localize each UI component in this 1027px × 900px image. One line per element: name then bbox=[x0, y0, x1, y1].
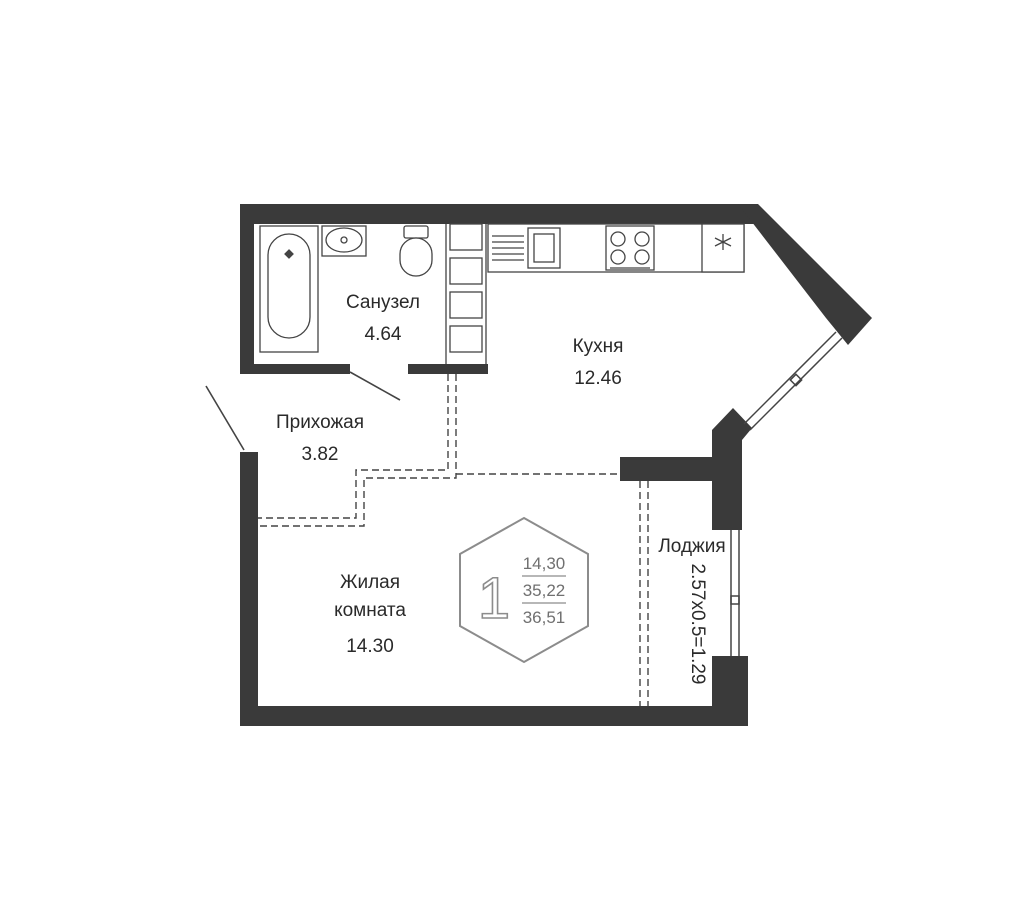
badge-living-area: 14,30 bbox=[523, 554, 566, 573]
badge-hexagon bbox=[459, 516, 589, 664]
door-bathroom bbox=[349, 371, 401, 401]
loggia-name: Лоджия bbox=[658, 536, 725, 557]
zone-boundaries bbox=[258, 374, 649, 706]
living-name-line1: Жилая bbox=[340, 572, 400, 593]
hallway-area: 3.82 bbox=[302, 444, 339, 465]
living-name-line2: комната bbox=[334, 600, 406, 621]
badge-rooms-count: 1 bbox=[478, 566, 510, 631]
wall-pillar bbox=[712, 408, 752, 530]
windows bbox=[730, 331, 843, 656]
stove-icon bbox=[605, 225, 655, 271]
wall-living-left bbox=[240, 452, 258, 726]
badge-total-area: 35,22 bbox=[523, 581, 566, 600]
door-entrance bbox=[205, 385, 245, 451]
kitchen-area: 12.46 bbox=[574, 368, 622, 389]
wall-bathroom-bottom-right bbox=[408, 364, 488, 374]
bathroom-name: Санузел bbox=[346, 292, 420, 313]
sink bbox=[321, 225, 367, 257]
loggia-dimensions: 2.57x0.5=1.29 bbox=[687, 564, 708, 685]
doors bbox=[205, 371, 401, 451]
badge-total-with-loggia: 36,51 bbox=[523, 608, 566, 627]
wall-kitchen-diagonal bbox=[738, 204, 872, 345]
boundary-hall-kitchen bbox=[258, 374, 449, 519]
wall-top bbox=[240, 204, 758, 224]
drain-icon bbox=[284, 249, 294, 259]
bathroom-area: 4.64 bbox=[365, 324, 402, 345]
wall-bathroom-left bbox=[240, 204, 254, 374]
shelves bbox=[445, 223, 487, 364]
kitchen-name: Кухня bbox=[573, 336, 624, 357]
window-kitchen-line-b bbox=[749, 337, 843, 431]
walls bbox=[240, 204, 872, 726]
wall-bathroom-bottom-left bbox=[240, 364, 350, 374]
window-kitchen-line-a bbox=[743, 331, 837, 425]
fridge bbox=[701, 223, 745, 273]
window-loggia-handle bbox=[730, 595, 740, 605]
toilet bbox=[399, 225, 433, 277]
kitchen-fixtures bbox=[487, 223, 745, 273]
apartment-badge: 1 14,30 35,22 36,51 bbox=[459, 516, 589, 664]
window-kitchen-handle bbox=[789, 373, 803, 387]
room-labels: Санузел 4.64 Кухня 12.46 Прихожая 3.82 Ж… bbox=[276, 292, 726, 684]
kitchen-sink bbox=[492, 227, 561, 269]
living-area: 14.30 bbox=[346, 636, 394, 657]
hallway-name: Прихожая bbox=[276, 412, 364, 433]
bathtub bbox=[259, 225, 319, 353]
snowflake-icon bbox=[714, 234, 732, 250]
boundary-hall-kitchen-inner bbox=[258, 374, 457, 527]
wall-loggia-bottom bbox=[712, 656, 748, 726]
bathroom-fixtures bbox=[259, 223, 487, 364]
wall-bottom bbox=[240, 706, 748, 726]
